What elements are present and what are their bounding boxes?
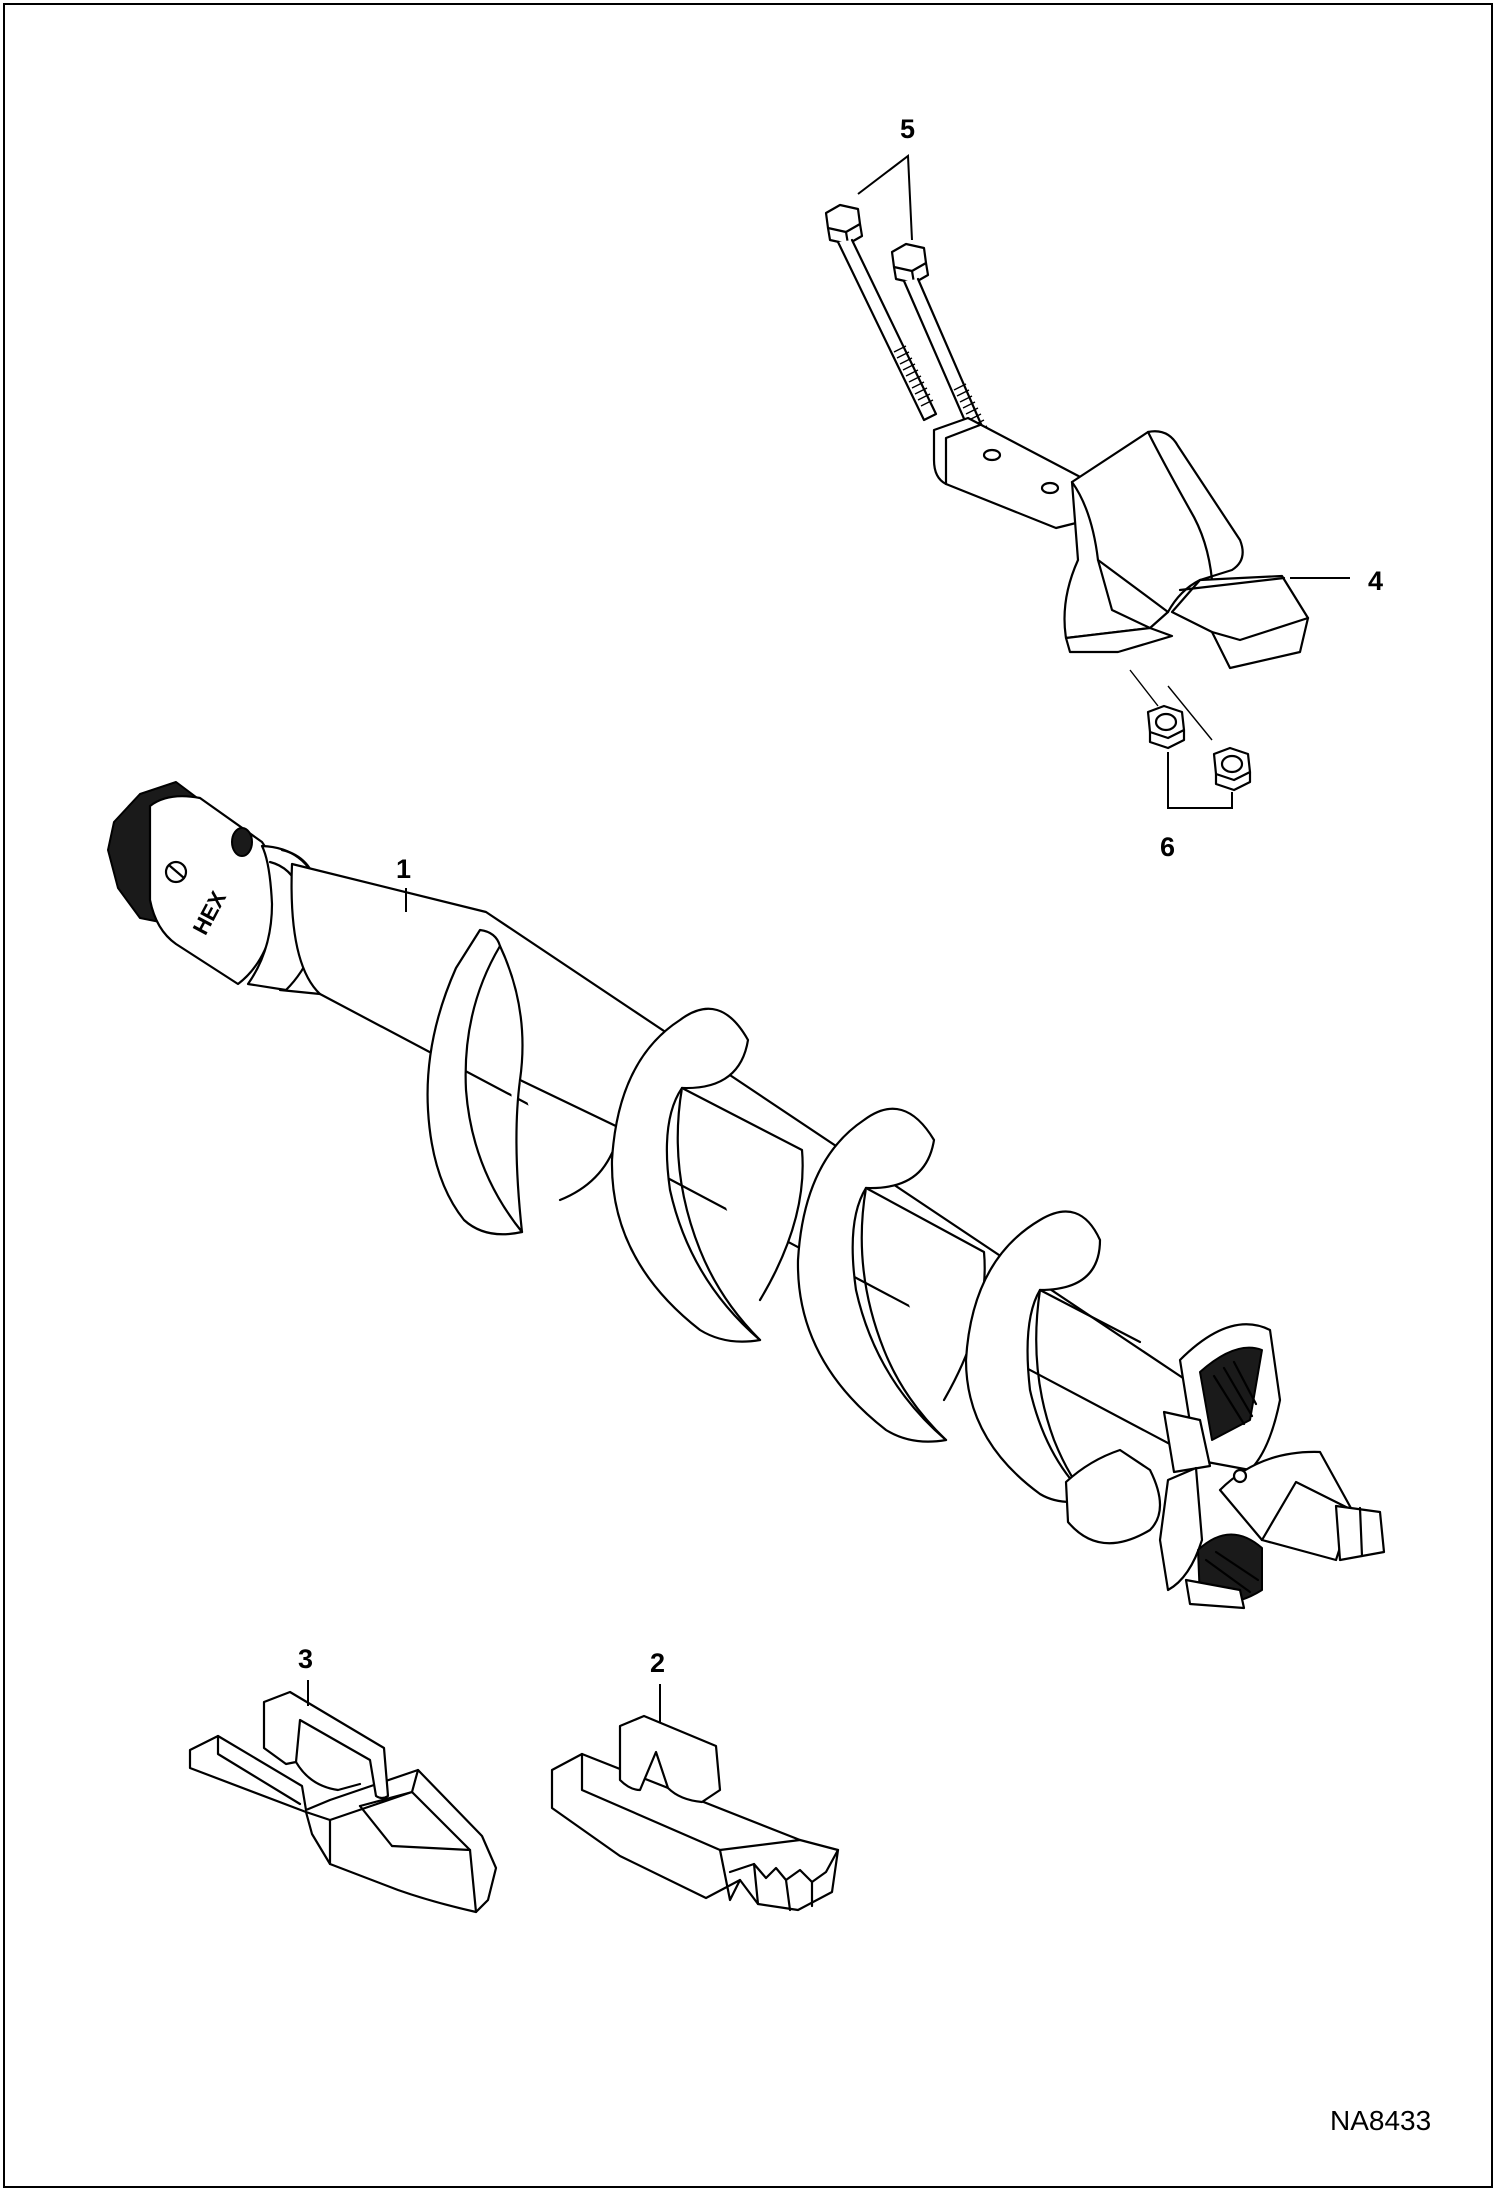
leader-6 — [1167, 752, 1233, 809]
nut-path-line — [1167, 685, 1213, 741]
callout-4: 4 — [1368, 566, 1383, 596]
flight-4 — [964, 1210, 1161, 1545]
figure-id: NA8433 — [1330, 2105, 1431, 2136]
callout-2: 2 — [650, 1648, 665, 1678]
nut-path-line — [1129, 669, 1159, 707]
earth-tooth — [188, 1690, 498, 1914]
bolt-right — [890, 242, 996, 462]
leader-5 — [857, 154, 913, 241]
nut-right — [1212, 746, 1252, 792]
auger-flighting: HEX — [107, 781, 1386, 1610]
nut-left — [1146, 704, 1186, 750]
pilot-bit — [932, 416, 1310, 670]
flight-2 — [610, 1007, 804, 1343]
drawing-border — [3, 3, 1493, 2188]
callout-1: 1 — [396, 854, 411, 884]
callout-3: 3 — [298, 1644, 313, 1674]
callout-6: 6 — [1160, 832, 1175, 862]
rock-tooth — [550, 1714, 840, 1912]
bolt-left — [824, 203, 938, 422]
callout-5: 5 — [900, 114, 915, 144]
cutter-head — [1158, 1323, 1386, 1610]
flight-1 — [426, 928, 622, 1236]
